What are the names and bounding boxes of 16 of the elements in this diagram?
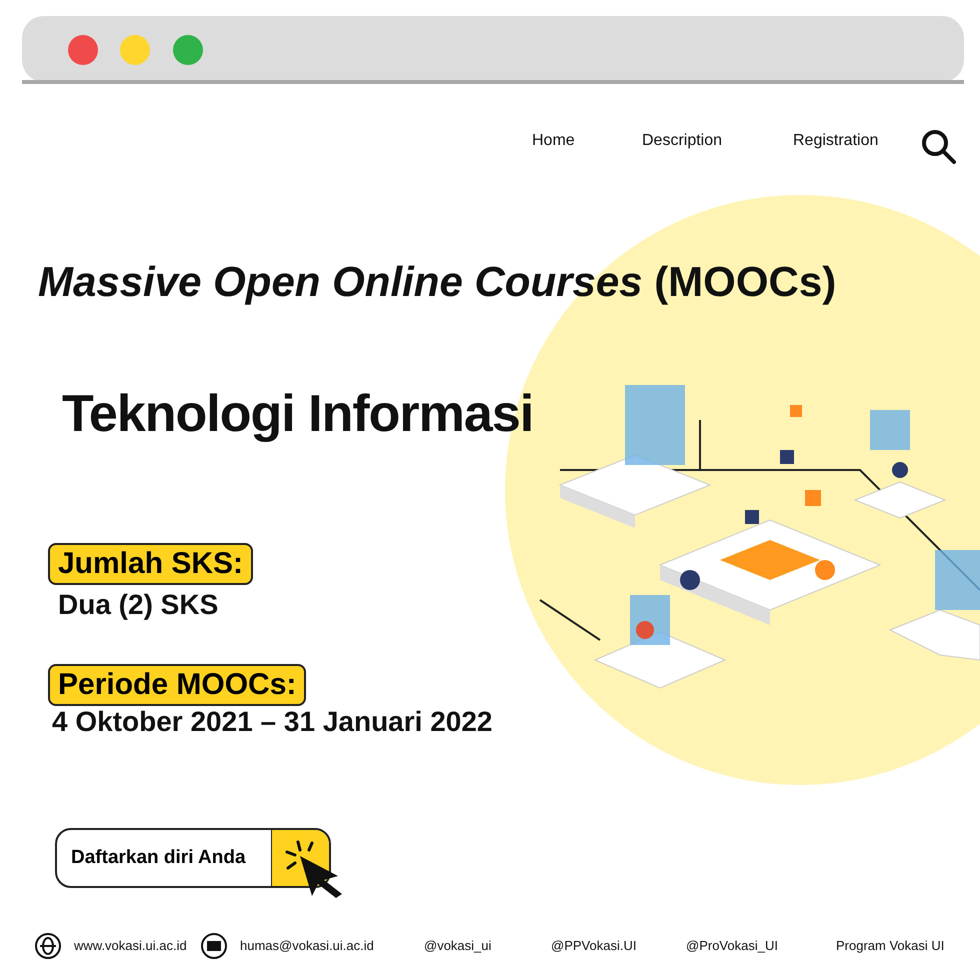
nav-link: Home [532,132,575,150]
info-text: 4 Oktober 2021 – 31 Januari 2022 [52,706,492,738]
heading: Massive Open Online Courses (MOOCs) [38,258,836,306]
info-text: Dua (2) SKS [58,589,218,621]
nav-link: Description [642,132,722,150]
register-button: Daftarkan diri Anda [55,828,331,888]
nav-link: Registration [793,132,878,150]
footer-text: Program Vokasi UI [836,938,944,953]
highlight-label: Jumlah SKS: [48,543,254,585]
footer-text: @PPVokasi.UI [551,938,636,953]
highlight-label: Periode MOOCs: [48,664,306,706]
footer-text: @ProVokasi_UI [686,938,778,953]
subheading: Teknologi Informasi [62,384,534,444]
footer-text: www.vokasi.ui.ac.id [74,938,187,953]
footer-text: humas@vokasi.ui.ac.id [240,938,374,953]
footer-text: @vokasi_ui [424,938,492,953]
